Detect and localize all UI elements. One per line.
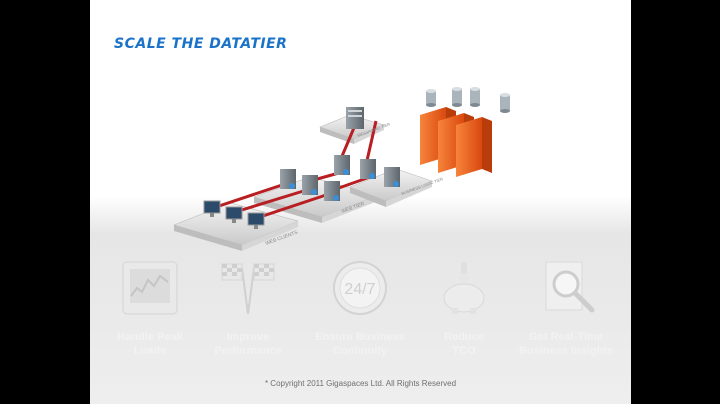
- server-icon: [346, 107, 364, 129]
- monitor-icon: [203, 200, 221, 217]
- piggy-bank-icon: [443, 262, 485, 314]
- benefit-label: Reduce TCO: [416, 330, 512, 358]
- checkered-flags-icon: [221, 263, 275, 315]
- benefit-label-line1: Get Real-Time: [529, 331, 603, 343]
- benefit-label-line2: Loads: [133, 345, 167, 357]
- clock-24-7-icon: 24/7: [333, 261, 387, 315]
- benefits-icons: 24/7: [90, 258, 631, 328]
- server-icon: [384, 167, 400, 187]
- benefit-label: Handle Peak Loads: [102, 330, 198, 358]
- clock-24-7-text: 24/7: [344, 281, 375, 298]
- monitor-icon: [225, 206, 243, 223]
- benefit-label-line1: Improve: [226, 331, 270, 343]
- benefit-label-line2: TCO: [452, 345, 476, 357]
- stock-chart-icon: [122, 261, 178, 315]
- benefit-label-line1: Ensure Business: [315, 331, 405, 343]
- magnifier-icon: [545, 261, 595, 313]
- server-icon: [334, 155, 350, 175]
- benefit-label-line2: Business Insights: [518, 345, 614, 357]
- database-icon: [426, 89, 436, 107]
- benefit-label-line1: Reduce: [444, 331, 484, 343]
- benefit-label: Ensure Business Continuity: [312, 330, 408, 358]
- benefit-label-line2: Continuity: [332, 345, 388, 357]
- server-icon: [280, 169, 296, 189]
- database-icon: [500, 93, 510, 113]
- server-icon: [324, 181, 340, 201]
- database-icon: [452, 87, 462, 107]
- copyright-text: * Copyright 2011 Gigaspaces Ltd. All Rig…: [264, 379, 457, 388]
- architecture-diagram: WEB CLIENTS WEB TIER BUSINESS LOGIC TIER…: [173, 87, 510, 251]
- slide: SCALE THE DATATIER: [90, 0, 631, 404]
- benefit-label-line1: Handle Peak: [117, 331, 183, 343]
- benefit-label: Get Real-Time Business Insights: [518, 330, 614, 358]
- benefit-label-line2: Performance: [214, 345, 282, 357]
- benefit-label: Improve Performance: [200, 330, 296, 358]
- server-icon: [302, 175, 318, 195]
- slide-title: SCALE THE DATATIER: [114, 36, 288, 52]
- storage-blocks: [420, 107, 492, 177]
- server-icon: [360, 159, 376, 179]
- monitor-icon: [247, 212, 265, 229]
- database-icon: [470, 87, 480, 107]
